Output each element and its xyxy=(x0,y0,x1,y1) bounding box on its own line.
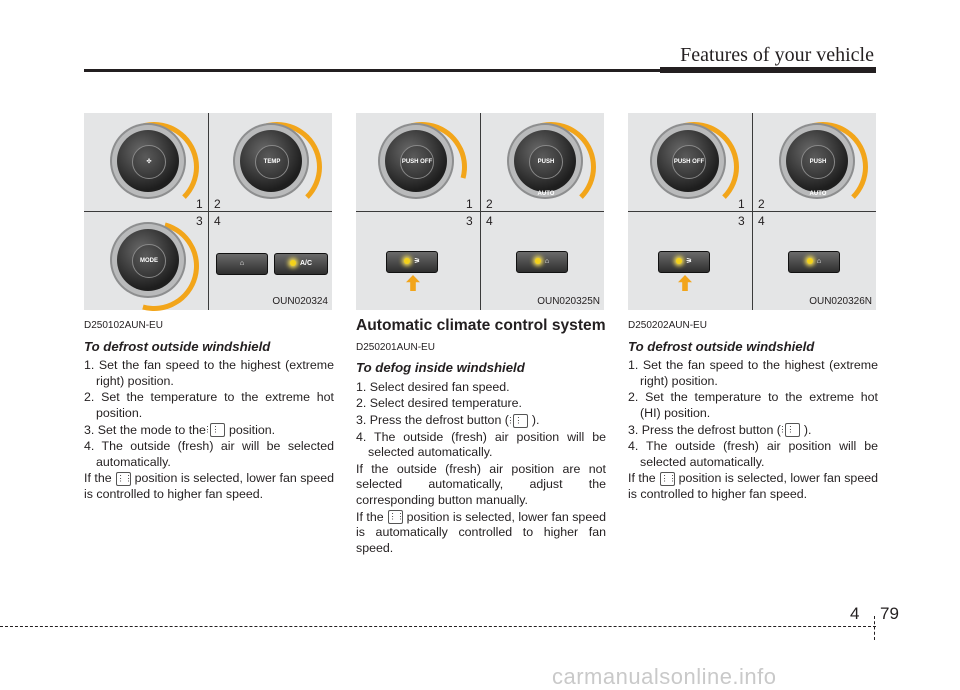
fan-speed-knob: ✣ xyxy=(117,130,179,192)
left-arc-arrow xyxy=(649,122,739,212)
quadrant-label-4: 4 xyxy=(214,214,221,228)
step-3-suffix: position. xyxy=(228,422,276,437)
note-prefix: If the xyxy=(628,471,656,486)
quadrant-label-1: 1 xyxy=(738,197,745,211)
note-suffix: position is selected, lower fan speed is… xyxy=(628,471,878,501)
step-4: 4. The outside (fresh) air will be selec… xyxy=(84,439,334,469)
defrost-icon: ⋮⋮ xyxy=(506,413,528,428)
subheading: To defrost outside windshield xyxy=(628,338,815,354)
quadrant-label-4: 4 xyxy=(758,214,765,228)
note-prefix: If the xyxy=(84,471,112,486)
quadrant-label-2: 2 xyxy=(214,197,221,211)
subheading: To defrost outside windshield xyxy=(84,338,271,354)
temp-knob-push-auto: PUSH AUTO xyxy=(786,130,848,197)
defrost-icon: ⋮⋮ xyxy=(778,423,800,438)
figure-divider-h xyxy=(356,211,604,212)
column-manual-defrost: D250102AUN-EU To defrost outside windshi… xyxy=(84,318,334,504)
section-code: D250201AUN-EU xyxy=(356,341,435,353)
step-3-text: 3. Press the defrost button ( xyxy=(628,422,781,437)
watermark: carmanualsonline.info xyxy=(552,664,777,689)
section-heading: Automatic climate control system xyxy=(356,317,606,334)
recirc-button: ⌂ xyxy=(516,251,568,273)
fan-knob-push-off: PUSH OFF xyxy=(385,130,447,192)
ac-button: A/C xyxy=(274,253,328,275)
step-3: 3. Press the defrost button (⋮⋮). xyxy=(628,423,878,439)
defrost-icon: ⋮⋮ xyxy=(115,472,133,487)
quadrant-label-3: 3 xyxy=(738,214,745,228)
quadrant-label-4: 4 xyxy=(486,214,493,228)
recirc-button: ⌂ xyxy=(216,253,268,275)
step-3-text: 3. Set the mode to the xyxy=(84,422,206,437)
header-rule-accent xyxy=(660,67,876,73)
page-header-title: Features of your vehicle xyxy=(680,44,874,66)
recirc-button: ⌂ xyxy=(788,251,840,273)
figure-code: OUN020324 xyxy=(272,296,328,307)
fan-arc-arrow xyxy=(109,122,199,212)
press-arrow xyxy=(406,275,420,291)
figure-code: OUN020325N xyxy=(537,296,600,307)
section-code: D250202AUN-EU xyxy=(628,320,707,331)
quadrant-label-1: 1 xyxy=(466,197,473,211)
page-number: 79 xyxy=(880,604,899,623)
step-3-suffix: ). xyxy=(531,412,540,427)
footer-rule xyxy=(0,626,876,627)
note: If the⋮⋮position is selected, lower fan … xyxy=(356,510,606,557)
defrost-button: ⚞ xyxy=(658,251,710,273)
quadrant-label-2: 2 xyxy=(486,197,493,211)
step-1: 1. Set the fan speed to the highest (ext… xyxy=(628,358,878,388)
step-3-suffix: ). xyxy=(803,422,812,437)
press-arrow xyxy=(678,275,692,291)
defrost-icon: ⋮⋮ xyxy=(659,472,677,487)
step-1: 1. Select desired fan speed. xyxy=(356,379,510,394)
figure-divider-h xyxy=(84,211,332,212)
note-prefix: If the xyxy=(356,509,384,524)
note: If the⋮⋮position is selected, lower fan … xyxy=(84,471,334,502)
chapter-number: 4 xyxy=(850,604,860,623)
quadrant-label-3: 3 xyxy=(196,214,203,228)
step-2: 2. Set the temperature to the extreme ho… xyxy=(84,390,334,420)
step-3: 3. Press the defrost button (⋮⋮). xyxy=(356,413,606,429)
quadrant-label-2: 2 xyxy=(758,197,765,211)
figure-manual-climate: ✣ TEMP MODE ⌂ A/C 1 2 3 4 OUN020324 xyxy=(84,113,332,328)
step-2: 2. Select desired temperature. xyxy=(356,396,522,411)
defrost-icon: ⋮⋮ xyxy=(203,423,225,438)
temp-arc-arrow xyxy=(232,122,322,212)
step-4: 4. The outside (fresh) air position will… xyxy=(628,439,878,469)
paragraph: If the outside (fresh) air position are … xyxy=(356,461,606,507)
step-3-text: 3. Press the defrost button ( xyxy=(356,412,509,427)
step-3: 3. Set the mode to the⋮⋮position. xyxy=(84,423,334,439)
note-suffix: position is selected, lower fan speed is… xyxy=(356,509,606,555)
section-code: D250102AUN-EU xyxy=(84,320,163,331)
fan-knob-push-off: PUSH OFF xyxy=(657,130,719,192)
footer-divider xyxy=(874,616,875,640)
quadrant-label-1: 1 xyxy=(196,197,203,211)
figure-auto-climate-defrost: PUSH OFF PUSH AUTO ⚞ ⌂ 1 2 3 4 OUN020326… xyxy=(628,113,876,310)
temp-knob: TEMP xyxy=(240,130,302,192)
right-arc-arrow xyxy=(506,122,596,212)
column-auto-defrost: D250202AUN-EU To defrost outside windshi… xyxy=(628,318,878,504)
defrost-icon: ⋮⋮ xyxy=(387,510,405,525)
header-rule xyxy=(84,69,876,72)
temp-knob-push-auto: PUSH AUTO xyxy=(514,130,576,197)
right-arc-arrow xyxy=(778,122,868,212)
figure-code: OUN020326N xyxy=(809,296,872,307)
figure-divider-h xyxy=(628,211,876,212)
note: If the⋮⋮position is selected, lower fan … xyxy=(628,471,878,502)
subheading: To defog inside windshield xyxy=(356,360,525,376)
quadrant-label-3: 3 xyxy=(466,214,473,228)
step-2: 2. Set the temperature to the extreme ho… xyxy=(628,390,878,420)
step-4: 4. The outside (fresh) air position will… xyxy=(356,429,606,460)
figure-auto-climate-defog: PUSH OFF PUSH AUTO ⚞ ⌂ 1 2 3 4 OUN020325… xyxy=(356,105,604,310)
note-suffix: position is selected, lower fan speed is… xyxy=(84,471,334,501)
mode-knob: MODE xyxy=(117,229,179,291)
step-1: 1. Set the fan speed to the highest (ext… xyxy=(84,358,334,388)
defrost-button: ⚞ xyxy=(386,251,438,273)
column-auto-defog: Automatic climate control system D250201… xyxy=(356,318,606,557)
